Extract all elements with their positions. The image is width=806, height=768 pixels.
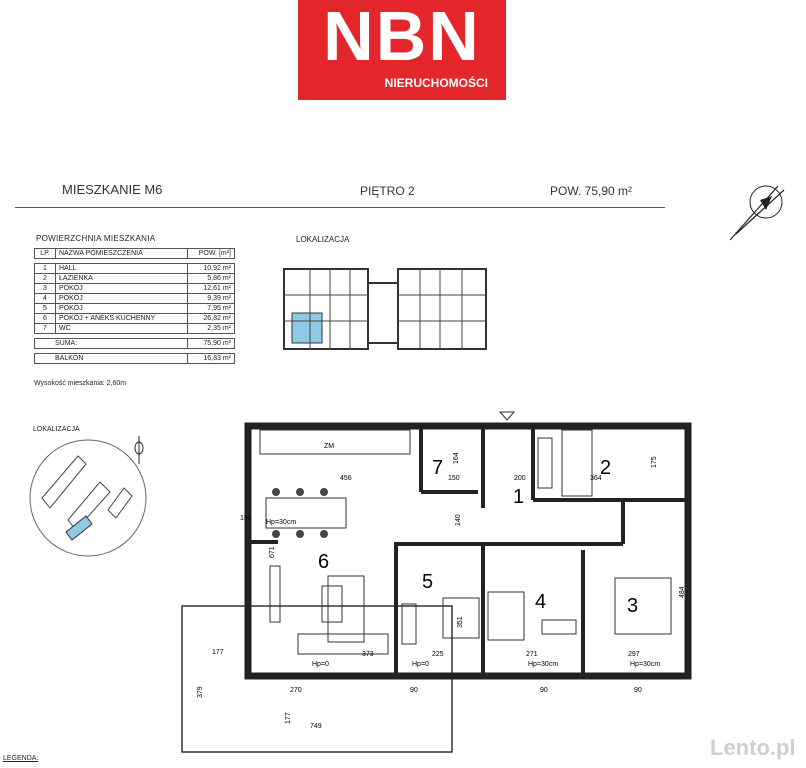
row-no: 7 <box>34 323 56 334</box>
dim-label: 364 <box>590 475 602 482</box>
row-no: 1 <box>34 263 56 274</box>
dim-label: 671 <box>269 546 276 558</box>
room-number-7: 7 <box>432 457 443 479</box>
dim-label: Hp=30cm <box>528 661 558 668</box>
sum-row: SUMA:75,90 m² <box>34 338 235 349</box>
dim-label: Hp=30cm <box>630 661 660 668</box>
row-area: 26,82 m² <box>187 313 235 324</box>
dim-label: Hp=0 <box>312 661 329 668</box>
dim-label: 175 <box>651 456 658 468</box>
outer-walls <box>244 422 692 680</box>
balcony-value: 16,83 m² <box>187 353 235 364</box>
row-name: WC <box>55 323 188 334</box>
row-name: POKÓJ <box>55 283 188 294</box>
logo-main-text: NBN <box>323 0 481 75</box>
nbn-logo: NBN NIERUCHOMOŚCI <box>298 0 506 100</box>
location-title-left: LOKALIZACJA <box>33 426 80 433</box>
row-name: POKÓJ + ANEKS KUCHENNY <box>55 313 188 324</box>
lento-watermark: Lento.pl <box>710 735 796 760</box>
dim-label: 271 <box>526 651 538 658</box>
dim-label: 270 <box>290 687 302 694</box>
dim-label: 150 <box>448 475 460 482</box>
building-location-plan <box>283 268 487 350</box>
room-number-1: 1 <box>513 486 524 508</box>
row-area: 2,35 m² <box>187 323 235 334</box>
dim-label: 140 <box>455 514 462 526</box>
dim-label: 90 <box>634 687 642 694</box>
location-title-top: LOKALIZACJA <box>296 235 350 244</box>
col-no-header: LP. <box>34 248 56 259</box>
row-area: 10,92 m² <box>187 263 235 274</box>
dim-label: 297 <box>628 651 640 658</box>
dim-label: 90 <box>540 687 548 694</box>
dim-label: 200 <box>514 475 526 482</box>
dim-label: 373 <box>362 651 374 658</box>
dim-label: 456 <box>340 475 352 482</box>
site-location-map <box>29 439 147 557</box>
row-name: POKÓJ <box>55 293 188 304</box>
row-no: 2 <box>34 273 56 284</box>
sum-value: 75,90 m² <box>187 338 235 349</box>
dim-label: 225 <box>432 651 444 658</box>
area-table-title: POWIERZCHNIA MIESZKANIA <box>36 234 156 243</box>
legend-label: LEGENDA: <box>3 755 39 762</box>
room-number-6: 6 <box>318 551 329 573</box>
row-name: POKÓJ <box>55 303 188 314</box>
area-label: POW. 75,90 m² <box>550 184 633 198</box>
dim-label: 484 <box>679 586 686 598</box>
room-number-4: 4 <box>535 591 546 613</box>
north-arrow-icon <box>134 436 144 464</box>
row-area: 5,86 m² <box>187 273 235 284</box>
logo-sub-text: NIERUCHOMOŚCI <box>384 76 488 90</box>
dim-label: 351 <box>457 616 464 628</box>
dim-label: 177 <box>212 649 224 656</box>
dim-label: 90 <box>410 687 418 694</box>
dim-label: 150 <box>240 515 252 522</box>
row-area: 7,95 m² <box>187 303 235 314</box>
dim-label: 379 <box>197 686 204 698</box>
row-no: 4 <box>34 293 56 304</box>
balcony-label: BALKON <box>34 353 188 364</box>
north-compass-icon <box>729 185 785 241</box>
header-divider <box>15 207 665 208</box>
height-note: Wysokość mieszkania: 2,60m <box>34 380 127 387</box>
room-number-2: 2 <box>600 457 611 479</box>
dim-label: 164 <box>453 452 460 464</box>
floor-plan: ZM 1 2 3 4 5 6 7 456 200 364 150 Hp=30cm… <box>181 411 692 753</box>
fridge-label: ZM <box>324 443 334 450</box>
dim-label: Hp=0 <box>412 661 429 668</box>
room-number-3: 3 <box>627 595 638 617</box>
row-name: ŁAZIENKA <box>55 273 188 284</box>
inner-walls <box>248 426 688 676</box>
apartment-title: MIESZKANIE M6 <box>62 182 163 197</box>
dim-label: 177 <box>285 712 292 724</box>
col-area-header: POW. [m²] <box>187 248 235 259</box>
dim-label: Hp=30cm <box>266 519 296 526</box>
row-name: HALL <box>55 263 188 274</box>
row-no: 3 <box>34 283 56 294</box>
row-no: 5 <box>34 303 56 314</box>
row-area: 9,39 m² <box>187 293 235 304</box>
row-area: 12,61 m² <box>187 283 235 294</box>
row-no: 6 <box>34 313 56 324</box>
col-name-header: NAZWA POMIESZCZENIA <box>55 248 188 259</box>
sum-label: SUMA: <box>34 338 188 349</box>
room-number-5: 5 <box>422 571 433 593</box>
floor-label: PIĘTRO 2 <box>360 184 415 198</box>
dim-label: 749 <box>310 723 322 730</box>
